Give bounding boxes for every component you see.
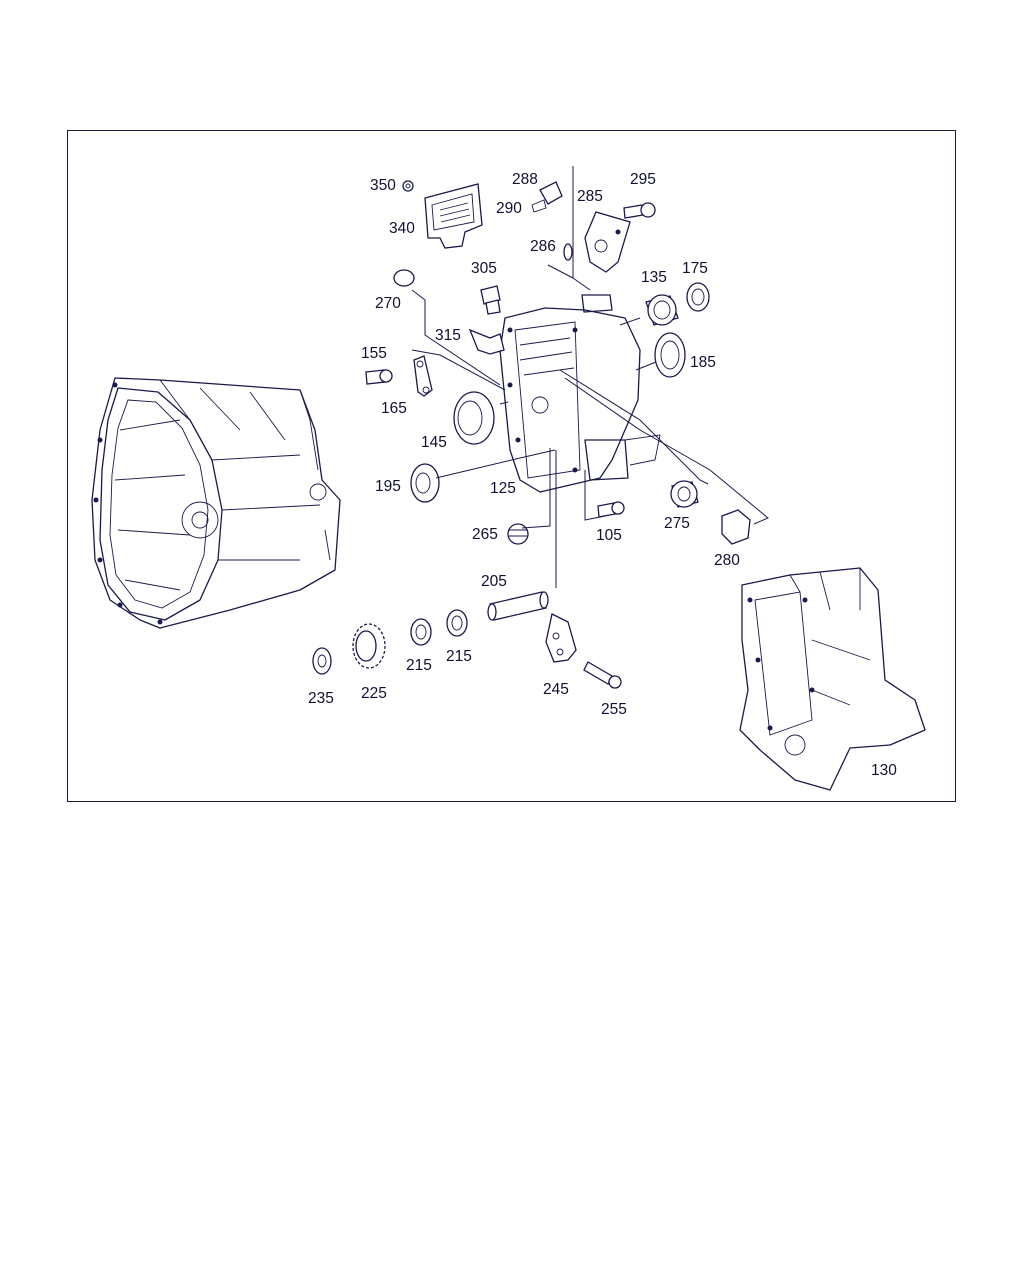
label-315: 315 <box>435 327 461 344</box>
part-165-clamp <box>413 355 433 397</box>
label-265: 265 <box>472 526 498 543</box>
part-255-bolt <box>583 661 622 689</box>
leader-lines <box>411 166 769 588</box>
part-275-bushing <box>670 480 699 508</box>
part-340-control-module <box>424 183 483 249</box>
part-350-screw <box>402 180 414 192</box>
label-286: 286 <box>530 238 556 255</box>
label-195: 195 <box>375 478 401 495</box>
part-245-segment <box>545 613 577 663</box>
label-105: 105 <box>596 527 622 544</box>
label-225: 225 <box>361 685 387 702</box>
label-350: 350 <box>370 177 396 194</box>
label-280: 280 <box>714 552 740 569</box>
label-285: 285 <box>577 188 603 205</box>
label-130: 130 <box>871 762 897 779</box>
part-175-seal <box>686 282 710 312</box>
label-215-a: 215 <box>406 657 432 674</box>
part-labels: 350 340 288 290 285 295 286 305 270 315 … <box>308 171 897 779</box>
label-245: 245 <box>543 681 569 698</box>
part-315-lever <box>468 328 505 355</box>
part-225-gear <box>352 623 386 669</box>
part-285-bracket <box>584 211 631 273</box>
label-155: 155 <box>361 345 387 362</box>
label-305: 305 <box>471 260 497 277</box>
label-270: 270 <box>375 295 401 312</box>
part-288-290-sensor <box>531 181 563 213</box>
part-135-sleeve <box>645 294 679 326</box>
label-215-b: 215 <box>446 648 472 665</box>
part-155-screw <box>365 369 393 385</box>
label-255: 255 <box>601 701 627 718</box>
rear-housing <box>739 567 926 791</box>
part-145-bearing <box>453 391 495 445</box>
intermediate-housing <box>499 294 661 493</box>
part-195-bearing <box>410 463 440 503</box>
label-185: 185 <box>690 354 716 371</box>
part-205-shaft <box>487 591 549 621</box>
part-286-washer <box>563 243 573 261</box>
part-305-plug <box>480 285 501 315</box>
label-175: 175 <box>682 260 708 277</box>
label-340: 340 <box>389 220 415 237</box>
label-205: 205 <box>481 573 507 590</box>
part-215-needle-bearing-b <box>446 609 468 637</box>
label-288: 288 <box>512 171 538 188</box>
part-235-washer <box>312 647 332 675</box>
part-280-clip <box>721 509 751 545</box>
label-290: 290 <box>496 200 522 217</box>
part-270-cap <box>393 269 415 287</box>
label-295: 295 <box>630 171 656 188</box>
part-215-needle-bearing-a <box>410 618 432 646</box>
part-295-bolt <box>623 202 656 219</box>
bell-housing <box>91 377 341 629</box>
label-125: 125 <box>490 480 516 497</box>
label-145: 145 <box>421 434 447 451</box>
part-185-seal <box>654 332 686 378</box>
label-165: 165 <box>381 400 407 417</box>
label-235: 235 <box>308 690 334 707</box>
label-135: 135 <box>641 269 667 286</box>
part-105-bolt <box>597 501 625 518</box>
part-265-plug <box>507 523 529 545</box>
label-275: 275 <box>664 515 690 532</box>
diagram-frame <box>67 130 956 802</box>
